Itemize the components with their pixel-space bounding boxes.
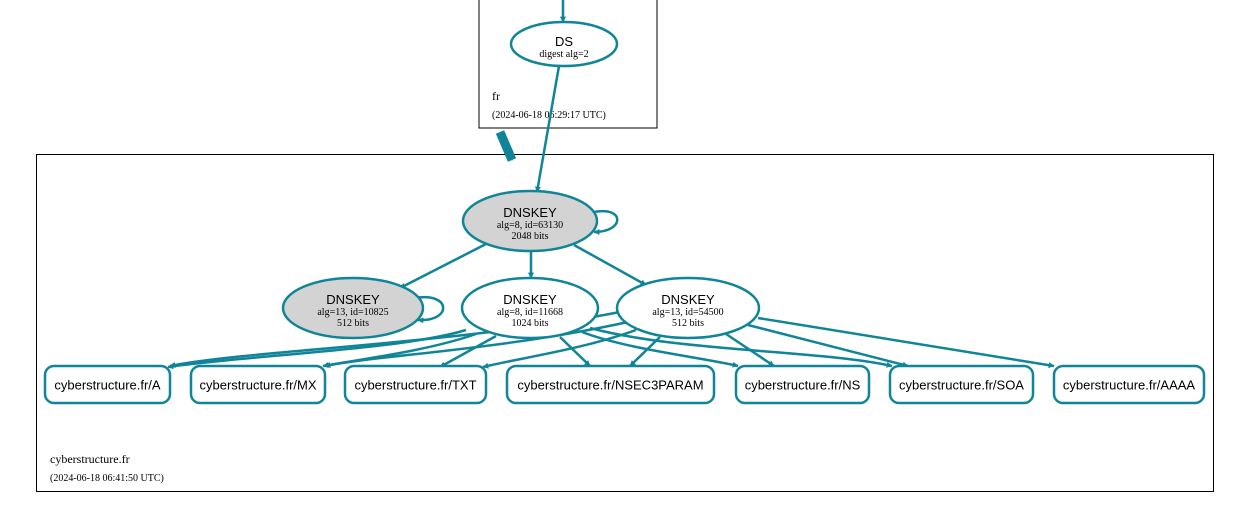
rrset-mx-node[interactable]: cyberstructure.fr/MX bbox=[189, 364, 327, 405]
parent-zone-box bbox=[478, 0, 658, 129]
zsk13b-bits: 512 bits bbox=[672, 318, 704, 329]
dnskey-zsk-11668-node[interactable]: DNSKEY alg=8, id=11668 1024 bits bbox=[460, 276, 600, 340]
dnskey-zsk-54500-node[interactable]: DNSKEY alg=13, id=54500 512 bits bbox=[615, 276, 761, 340]
rrset-soa-label: cyberstructure.fr/SOA bbox=[899, 378, 1024, 393]
parent-zone-name: fr bbox=[492, 89, 500, 103]
rrset-a-node[interactable]: cyberstructure.fr/A bbox=[43, 364, 172, 405]
edge-ksk-zsk13a bbox=[399, 242, 487, 290]
zsk13a-detail: alg=13, id=10825 bbox=[317, 307, 388, 318]
ds-node[interactable]: DS digest alg=2 bbox=[509, 20, 619, 68]
rrset-aaaa-node[interactable]: cyberstructure.fr/AAAA bbox=[1052, 364, 1206, 405]
rrset-ns-label: cyberstructure.fr/NS bbox=[745, 378, 861, 393]
child-zone-box bbox=[36, 154, 1214, 492]
edge-zsk13a-self bbox=[414, 295, 445, 324]
edge-zsk8-nsec3param bbox=[559, 336, 591, 367]
rrset-nsec3param-label: cyberstructure.fr/NSEC3PARAM bbox=[517, 378, 703, 393]
zsk8-title: DNSKEY bbox=[503, 292, 557, 307]
ds-title: DS bbox=[555, 34, 573, 49]
edge-zsk13b-ns bbox=[725, 332, 775, 368]
edge-zsk8-txt bbox=[439, 334, 497, 369]
rrset-nsec3param-node[interactable]: cyberstructure.fr/NSEC3PARAM bbox=[505, 364, 716, 405]
edge-zsk13b-mx bbox=[324, 320, 629, 368]
zsk13a-bits: 512 bits bbox=[337, 318, 369, 329]
edge-zsk13b-soa bbox=[747, 323, 909, 368]
zsk13b-title: DNSKEY bbox=[661, 292, 715, 307]
ksk-bits: 2048 bits bbox=[512, 231, 549, 242]
rrset-a-label: cyberstructure.fr/A bbox=[54, 378, 161, 393]
ds-detail: digest alg=2 bbox=[539, 49, 588, 60]
child-zone-timestamp: (2024-06-18 06:41:50 UTC) bbox=[50, 473, 164, 484]
ksk-title: DNSKEY bbox=[503, 205, 557, 220]
rrset-txt-label: cyberstructure.fr/TXT bbox=[354, 378, 476, 393]
ksk-detail: alg=8, id=63130 bbox=[497, 220, 563, 231]
edge-ds-ksk bbox=[534, 65, 561, 193]
zsk13a-title: DNSKEY bbox=[326, 292, 380, 307]
edge-zsk8-ns bbox=[581, 330, 739, 368]
child-zone-name: cyberstructure.fr bbox=[50, 452, 130, 466]
edge-zsk13b-aaaa bbox=[757, 316, 1055, 369]
rrset-aaaa-label: cyberstructure.fr/AAAA bbox=[1063, 378, 1196, 393]
rrset-txt-node[interactable]: cyberstructure.fr/TXT bbox=[343, 364, 488, 405]
edge-ksk-zsk13b bbox=[573, 243, 647, 287]
parent-zone-timestamp: (2024-06-18 06:29:17 UTC) bbox=[492, 110, 606, 121]
zsk8-bits: 1024 bits bbox=[512, 318, 549, 329]
rrset-soa-node[interactable]: cyberstructure.fr/SOA bbox=[888, 364, 1035, 405]
zsk8-detail: alg=8, id=11668 bbox=[497, 307, 563, 318]
dnskey-ksk-node[interactable]: DNSKEY alg=8, id=63130 2048 bits bbox=[461, 189, 599, 253]
edge-zsk13b-nsec3param bbox=[629, 336, 661, 367]
rrset-mx-label: cyberstructure.fr/MX bbox=[199, 378, 316, 393]
dnskey-zsk-10825-node[interactable]: DNSKEY alg=13, id=10825 512 bits bbox=[281, 276, 425, 340]
edge-ksk-self bbox=[593, 209, 619, 235]
edge-zsk13b-txt bbox=[482, 328, 637, 369]
zsk13b-detail: alg=13, id=54500 bbox=[652, 307, 723, 318]
edge-delegation bbox=[495, 130, 517, 162]
rrset-ns-node[interactable]: cyberstructure.fr/NS bbox=[734, 364, 871, 405]
